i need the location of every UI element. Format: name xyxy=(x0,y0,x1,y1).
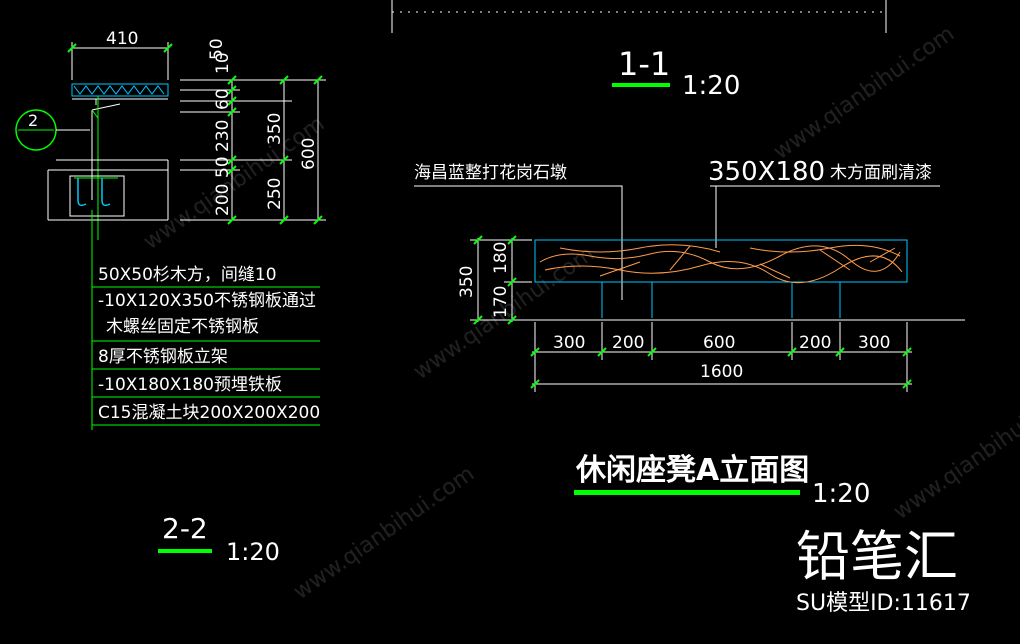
watermark-text: www.qianbihui.com xyxy=(889,381,1020,525)
brand-logo: 铅笔汇 xyxy=(796,525,958,588)
dim-span-1: 300 xyxy=(553,333,585,353)
note-concrete: C15混凝土块200X200X200 xyxy=(98,403,320,423)
bench-elevation: 海昌蓝整打花岗石墩 350X180 木方面刷清漆 xyxy=(414,157,965,392)
dim-height-top: 180 xyxy=(491,242,511,274)
watermark-text: www.qianbihui.com xyxy=(289,461,479,605)
label-wood-size: 350X180 xyxy=(708,157,825,187)
dim-height-bottom: 170 xyxy=(491,286,511,318)
note-steel-plate: -10X120X350不锈钢板通过 xyxy=(98,291,316,311)
note-wood: 50X50杉木方，间缝10 xyxy=(98,265,277,285)
section-1-1-fragment xyxy=(391,0,887,33)
dim-350: 350 xyxy=(265,113,285,145)
dim-span-3: 600 xyxy=(703,333,735,353)
dim-600: 600 xyxy=(299,138,319,170)
dim-250: 250 xyxy=(265,178,285,210)
elevation-scale: 1:20 xyxy=(812,479,870,509)
dim-60: 60 xyxy=(213,88,233,110)
dim-top-width: 410 xyxy=(106,29,138,49)
concrete-block xyxy=(69,175,125,217)
label-wood-finish: 木方面刷清漆 xyxy=(830,163,932,183)
note-stand: 8厚不锈钢板立架 xyxy=(98,347,228,367)
dim-50: 50 xyxy=(207,38,227,60)
dim-50b: 50 xyxy=(213,156,233,178)
dim-10: 10 xyxy=(213,52,233,74)
dim-span-4: 200 xyxy=(799,333,831,353)
dim-total-width: 1600 xyxy=(700,362,743,382)
title-underline xyxy=(158,549,212,553)
wood-slats xyxy=(71,83,169,97)
label-stone: 海昌蓝整打花岗石墩 xyxy=(414,163,567,183)
section-2-2-title: 2-2 1:20 xyxy=(158,512,280,566)
title-underline xyxy=(612,83,670,87)
dim-200: 200 xyxy=(213,184,233,216)
section-2-2-label: 2-2 xyxy=(162,512,208,545)
elevation-title-text: 休闲座凳A立面图 xyxy=(575,453,809,488)
section-1-1-title: 1-1 1:20 xyxy=(612,45,740,101)
dim-230: 230 xyxy=(213,120,233,152)
wood-beam xyxy=(534,239,908,283)
note-screw: 木螺丝固定不锈钢板 xyxy=(106,317,259,337)
callout-number: 2 xyxy=(28,111,38,130)
branding: 铅笔汇 SU模型ID:11617 xyxy=(796,525,971,616)
wood-grain xyxy=(539,244,903,284)
elevation-title: 休闲座凳A立面图 1:20 xyxy=(574,453,870,509)
dim-height-total: 350 xyxy=(457,266,477,298)
dim-span-5: 300 xyxy=(858,333,890,353)
dim-span-2: 200 xyxy=(612,333,644,353)
section-1-1-label: 1-1 xyxy=(618,45,670,83)
watermark-layer: www.qianbihui.com www.qianbihui.com www.… xyxy=(139,21,1020,605)
section-detail: 410 2 xyxy=(15,29,326,430)
watermark-text: www.qianbihui.com xyxy=(769,21,959,165)
note-embedded-plate: -10X180X180预埋铁板 xyxy=(98,375,282,395)
section-2-2-scale: 1:20 xyxy=(226,538,280,566)
title-underline xyxy=(574,490,800,495)
section-1-1-scale: 1:20 xyxy=(682,71,740,101)
model-id: SU模型ID:11617 xyxy=(796,591,971,616)
